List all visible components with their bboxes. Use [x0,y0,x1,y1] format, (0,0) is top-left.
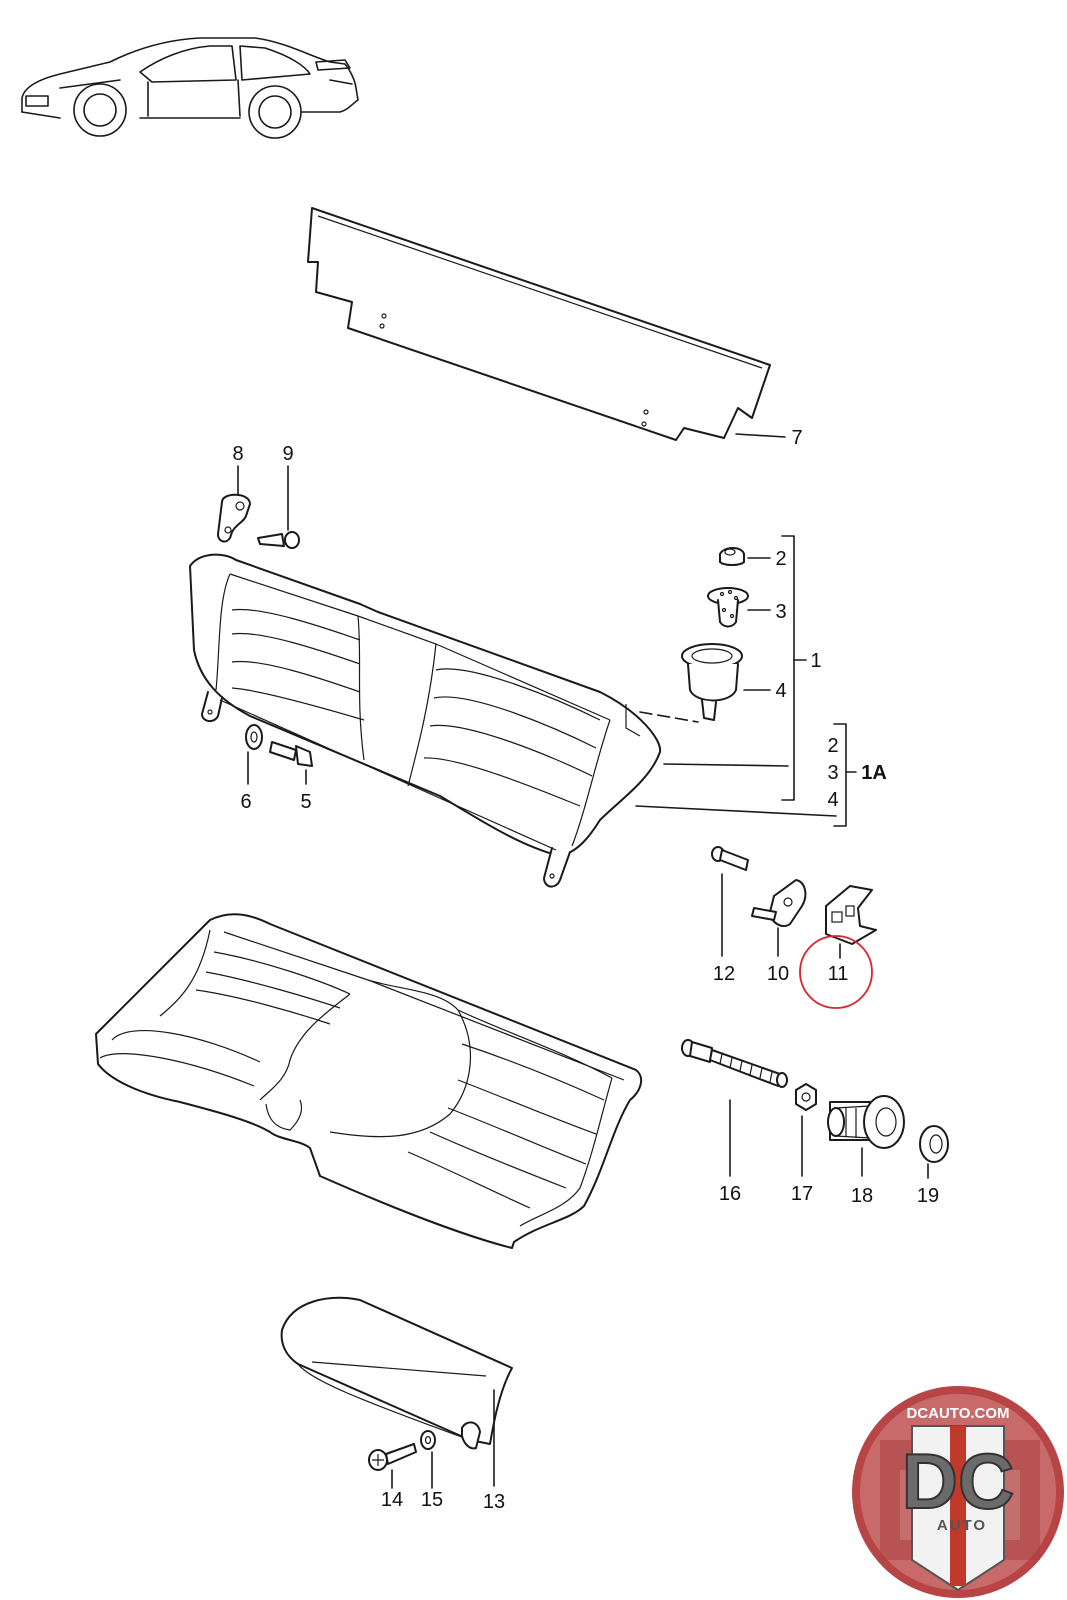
logo-url-text: DCAUTO.COM [906,1405,1009,1422]
callout-18: 18 [851,1185,873,1207]
callout-1A: 1A [861,762,887,784]
highlight-circle-11 [799,935,873,1009]
bracket-1 [663,535,807,801]
callout-15: 15 [421,1489,443,1511]
car-thumbnail [21,37,359,139]
logo-sub: AUTO [937,1517,987,1534]
part-19-washer [919,1125,949,1179]
bracket-1A [635,723,857,827]
callout-6: 6 [240,791,251,813]
part-15-washer [420,1430,436,1489]
callout-5: 5 [300,791,311,813]
callout-1A-3: 3 [827,762,838,784]
callout-11: 11 [828,963,849,985]
part-17-nut [795,1083,817,1177]
part-4-cup [625,643,771,737]
part-16-long-bolt [681,1039,788,1177]
part-7-shelf-panel [307,207,786,441]
logo-letters: DC [902,1437,1015,1525]
part-2-clip [719,547,771,566]
part-13-cover [280,1296,513,1487]
callout-12: 12 [713,963,735,985]
callout-9: 9 [282,443,293,465]
seat-cushion [95,913,643,1249]
callout-17: 17 [791,1183,813,1205]
part-11-plate [825,885,877,959]
callout-10: 10 [767,963,789,985]
callout-4: 4 [775,680,786,702]
callout-3: 3 [775,601,786,623]
dcauto-logo: DCAUTO.COM DC AUTO [852,1386,1064,1598]
seat-backrest [189,553,662,888]
part-12-bolt [711,846,749,957]
callout-14: 14 [381,1489,403,1511]
callout-1A-4: 4 [827,789,838,811]
part-18-bushing [827,1095,905,1177]
part-6-washer [245,724,263,785]
part-8-strap [217,465,251,543]
part-9-screw [257,465,300,549]
callout-19: 19 [917,1185,939,1207]
callout-7: 7 [791,427,802,449]
part-3-plug [707,587,771,628]
callout-16: 16 [719,1183,741,1205]
callout-8: 8 [232,443,243,465]
callout-13: 13 [483,1491,505,1513]
callout-2: 2 [775,548,786,570]
part-10-bracket [751,879,807,957]
part-5-bolt [269,741,313,785]
callout-1A-2: 2 [827,735,838,757]
callout-1: 1 [810,650,821,672]
part-14-screw [368,1443,417,1489]
